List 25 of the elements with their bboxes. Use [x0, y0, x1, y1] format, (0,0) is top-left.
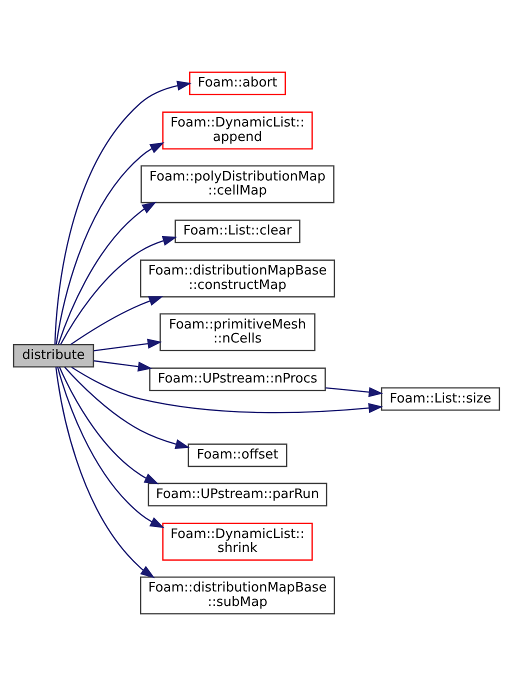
node-box: Foam::abort — [189, 72, 286, 96]
arrow — [70, 296, 164, 346]
arrow — [325, 387, 384, 398]
node-box: Foam::List::size — [380, 387, 500, 411]
node-box: Foam::DynamicList:: append — [162, 112, 313, 150]
node-box: Foam::DynamicList:: shrink — [162, 522, 313, 561]
arrow — [60, 236, 178, 345]
node-box: Foam::UPstream::parRun — [148, 482, 328, 506]
node-box: distribute — [12, 344, 94, 368]
node-box: Foam::polyDistributionMap ::cellMap — [140, 165, 334, 204]
arrow — [54, 80, 192, 345]
arrow — [94, 360, 152, 372]
node-box: Foam::UPstream::nProcs — [149, 368, 326, 392]
node-box: Foam::primitiveMesh ::nCells — [160, 313, 316, 352]
arrow — [94, 338, 162, 352]
node-box: Foam::distributionMapBase ::constructMap — [140, 260, 336, 298]
arrow — [58, 366, 159, 484]
arrow — [56, 366, 164, 528]
arrow — [56, 142, 164, 344]
arrow — [58, 202, 156, 345]
node-box: Foam::offset — [188, 444, 288, 468]
node-box: Foam::List::clear — [174, 220, 300, 244]
node-box: Foam::distributionMapBase ::subMap — [140, 576, 336, 614]
arrow — [55, 366, 155, 578]
arrow — [64, 366, 190, 450]
